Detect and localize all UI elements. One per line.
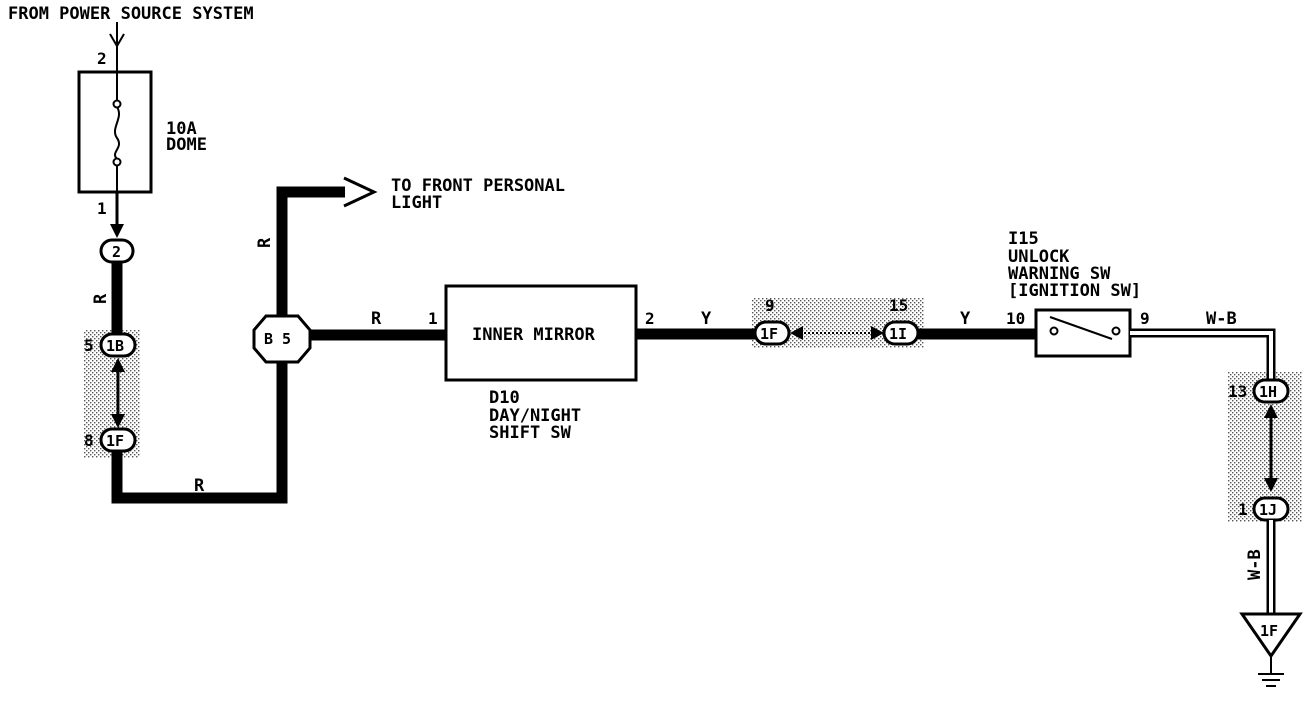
mirror-pin-in: 1	[428, 309, 438, 328]
switch-contact-left-icon	[1049, 326, 1059, 336]
mirror-pin-out: 2	[645, 309, 655, 328]
connector-1f-left-label: 1F	[106, 432, 124, 450]
connector-1f-mid	[753, 320, 791, 346]
connector-1b-label: 1B	[106, 337, 124, 355]
switch-blade-icon	[1049, 316, 1113, 340]
source-arrow-icon	[109, 33, 125, 48]
wire-y-left-label: Y	[701, 309, 712, 329]
switch-line3: [IGNITION SW]	[1008, 281, 1141, 301]
pair-arrow-right-icon	[871, 326, 884, 340]
connector-1f-mid-label: 1F	[760, 325, 778, 343]
wire-wb-top-label: W-B	[1206, 309, 1237, 329]
connector-1h	[1252, 378, 1290, 404]
junction-arrow-icon	[110, 224, 124, 238]
pair-arrow-up-icon	[111, 358, 125, 372]
switch-code: I15	[1008, 229, 1039, 249]
pair-arrow-down-icon	[111, 414, 125, 428]
junction-2	[99, 238, 135, 264]
connector-1i-label: 1I	[889, 325, 907, 343]
connector-1f-mid-pin: 9	[765, 296, 775, 315]
connector-1f-left-pin: 8	[84, 431, 94, 450]
fuse-pin-bottom: 1	[97, 199, 107, 218]
switch-line1: UNLOCK	[1008, 247, 1070, 267]
wire-r-up	[276, 186, 345, 318]
wire-wb-inner	[1130, 331, 1273, 380]
front-light-arrow-icon	[343, 176, 378, 208]
wire-wb-vertical-label: W-B	[1245, 549, 1265, 580]
wire-y-right-label: Y	[960, 309, 971, 329]
wire-r-fuse-label: R	[91, 293, 111, 304]
fuse-element-icon	[114, 106, 120, 160]
connector-1b	[99, 332, 137, 358]
mirror-code: D10	[489, 388, 520, 408]
mirror-desc-line2: SHIFT SW	[489, 423, 572, 443]
wire-r-bottom	[111, 346, 288, 504]
switch-pin-out: 9	[1140, 309, 1150, 328]
pair-arrow-up2-icon	[1264, 404, 1278, 418]
splice-b5	[252, 314, 312, 364]
connector-1j-pin: 1	[1238, 500, 1248, 519]
front-light-line1: TO FRONT PERSONAL	[391, 176, 565, 196]
mirror-desc-line1: DAY/NIGHT	[489, 406, 581, 426]
connector-1b-pin: 5	[84, 336, 94, 355]
source-label: FROM POWER SOURCE SYSTEM	[8, 4, 254, 24]
wire-r-bottom-label: R	[194, 476, 205, 496]
fuse-name: DOME	[166, 135, 207, 155]
inner-mirror-box	[444, 284, 638, 382]
switch-contact-right-icon	[1111, 326, 1121, 336]
fuse-rating: 10A	[166, 119, 197, 139]
fuse-terminal-top	[112, 99, 122, 109]
ground-point-label: 1F	[1260, 622, 1278, 640]
switch-pin-in: 10	[1006, 309, 1025, 328]
splice-b5-label: B 5	[264, 330, 291, 348]
switch-line2: WARNING SW	[1008, 264, 1111, 284]
connector-1h-pin: 13	[1228, 382, 1247, 401]
connector-1j-label: 1J	[1259, 501, 1277, 519]
wire-r-mirror-label: R	[371, 309, 382, 329]
pair-arrow-down2-icon	[1264, 478, 1278, 492]
connector-1h-label: 1H	[1259, 383, 1277, 401]
wire-r-up-label: R	[255, 237, 275, 248]
fuse-terminal-bottom	[112, 157, 122, 167]
junction-2-label: 2	[112, 243, 121, 261]
fuse-pin-top: 2	[97, 49, 107, 68]
inner-mirror-label: INNER MIRROR	[472, 325, 596, 345]
ground-point-1f	[1239, 612, 1303, 659]
pair-arrow-left-icon	[790, 326, 803, 340]
front-light-line2: LIGHT	[391, 193, 442, 213]
connector-1i-pin: 15	[889, 296, 908, 315]
